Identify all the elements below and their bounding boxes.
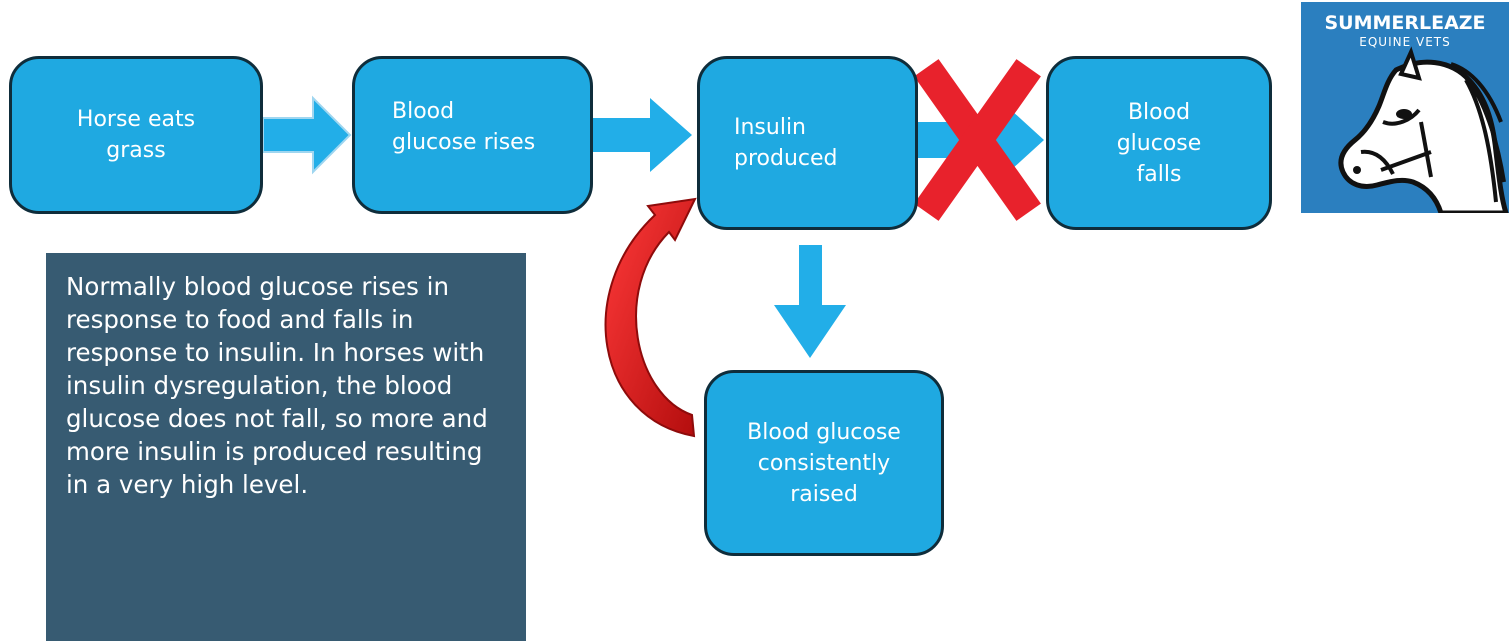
step-horse-eats-grass-label: Horse eats grass	[76, 107, 196, 163]
step-blood-glucose-rises: Blood glucose rises	[352, 56, 593, 214]
step-blood-glucose-rises-label: Blood glucose rises	[392, 99, 536, 155]
logo-name: SUMMERLEAZE	[1324, 12, 1485, 34]
step-insulin-produced: Insulin produced	[697, 56, 918, 230]
arrow-rises-to-insulin	[593, 98, 692, 172]
step-horse-eats-grass: Horse eats grass	[9, 56, 263, 214]
feedback-arrow	[604, 197, 697, 438]
cross-icon	[914, 59, 1041, 221]
step-blood-glucose-falls: Blood glucose falls	[1046, 56, 1272, 230]
step-insulin-produced-label: Insulin produced	[734, 115, 838, 171]
logo-subtitle: EQUINE VETS	[1359, 35, 1450, 49]
arrow-insulin-to-raised	[774, 245, 846, 358]
step-blood-glucose-raised: Blood glucose consistently raised	[704, 370, 944, 556]
explanation-panel: Normally blood glucose rises in response…	[46, 253, 526, 641]
step-blood-glucose-raised-label: Blood glucose consistently raised	[747, 419, 901, 507]
step-blood-glucose-falls-label: Blood glucose falls	[1116, 99, 1202, 187]
horse-head-icon	[1338, 46, 1509, 213]
summerleaze-logo: SUMMERLEAZE EQUINE VETS	[1301, 2, 1509, 213]
arrow-eats-to-rises	[262, 95, 352, 175]
